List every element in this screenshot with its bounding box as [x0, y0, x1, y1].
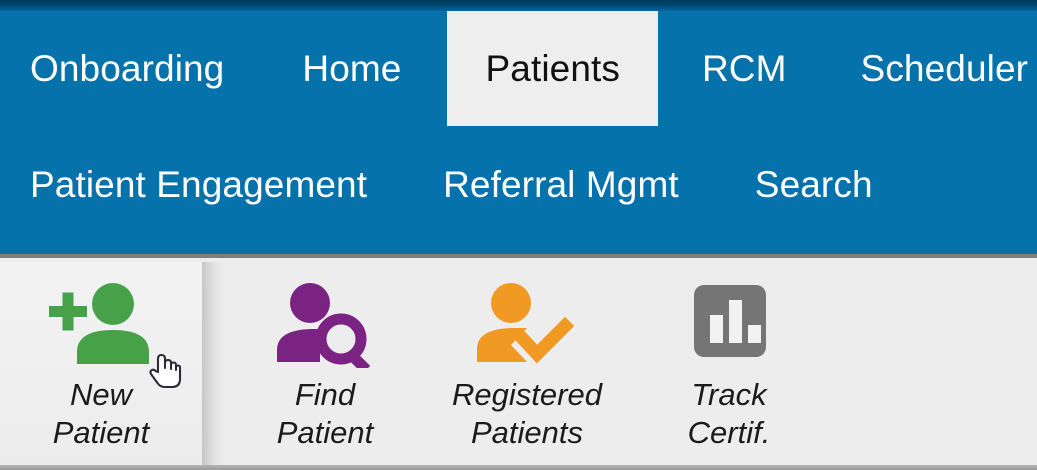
toolbar-button-registered-patients[interactable]: Registered Patients: [426, 262, 628, 466]
nav-item-scheduler[interactable]: Scheduler: [829, 11, 1029, 126]
nav-item-referral-mgmt-label: Referral Mgmt: [443, 164, 679, 205]
navbar-bottom-divider: [0, 252, 1037, 254]
nav-item-rcm-label: RCM: [701, 48, 787, 89]
nav-item-onboarding-label: Onboarding: [30, 48, 225, 89]
nav-item-rcm[interactable]: RCM: [658, 11, 829, 126]
toolbar-bottom-divider: [0, 465, 1037, 470]
person-search-icon: [265, 282, 385, 374]
nav-item-search[interactable]: Search: [717, 126, 911, 254]
nav-item-patient-engagement[interactable]: Patient Engagement: [0, 126, 405, 254]
navbar-top-accent-strip: [0, 0, 1037, 11]
bar-chart-icon: [669, 282, 789, 368]
toolbar-tiles-container: New Patient Find Patient: [0, 262, 830, 470]
person-add-icon: [41, 282, 161, 368]
nav-item-home-label: Home: [302, 48, 402, 89]
module-toolbar: New Patient Find Patient: [0, 254, 1037, 470]
nav-item-referral-mgmt[interactable]: Referral Mgmt: [405, 126, 717, 254]
nav-row-primary: Onboarding Home Patients RCM Scheduler: [0, 11, 1028, 126]
toolbar-button-new-patient[interactable]: New Patient: [0, 262, 202, 466]
toolbar-button-find-patient-label: Find Patient: [276, 377, 374, 450]
person-check-icon: [467, 282, 587, 368]
nav-row-secondary: Patient Engagement Referral Mgmt Search: [0, 126, 911, 254]
nav-item-patients[interactable]: Patients: [447, 11, 658, 126]
main-navigation-bar: Onboarding Home Patients RCM Scheduler P…: [0, 0, 1037, 254]
nav-item-patient-engagement-label: Patient Engagement: [30, 164, 368, 205]
toolbar-button-new-patient-label: New Patient: [52, 377, 150, 450]
nav-item-scheduler-label: Scheduler: [860, 48, 1029, 89]
nav-item-patients-label: Patients: [485, 48, 620, 89]
toolbar-button-track-certif-label: Track Certif.: [687, 377, 771, 450]
nav-item-search-label: Search: [754, 164, 873, 205]
toolbar-button-registered-patients-label: Registered Patients: [452, 377, 602, 450]
nav-item-onboarding[interactable]: Onboarding: [0, 11, 266, 126]
nav-item-home[interactable]: Home: [266, 11, 447, 126]
toolbar-button-find-patient[interactable]: Find Patient: [224, 262, 426, 466]
tile-divider-shadow-1: [202, 262, 224, 466]
toolbar-button-track-certif[interactable]: Track Certif.: [628, 262, 830, 466]
